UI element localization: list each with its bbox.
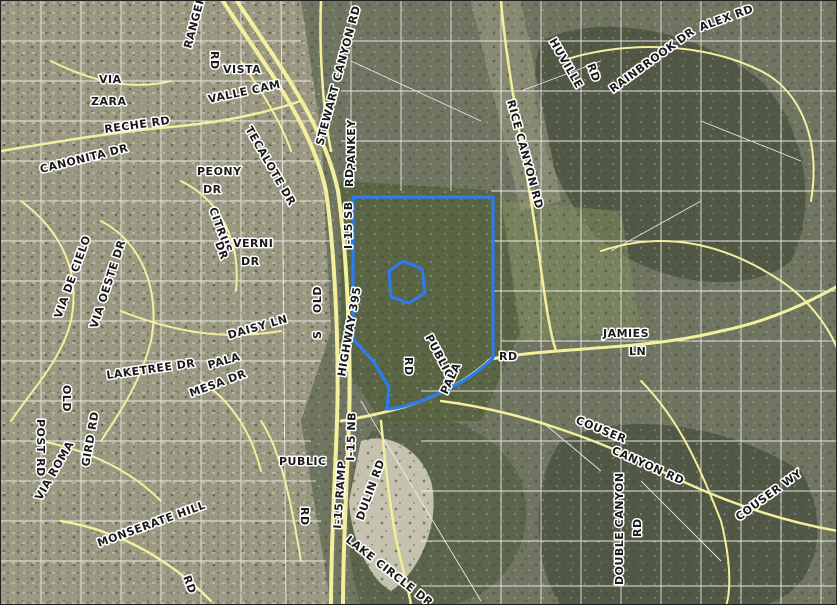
label-old-1: OLD xyxy=(60,385,73,412)
label-old-hwy-1: OLD xyxy=(311,286,324,313)
label-rd-pankey: RD xyxy=(343,168,356,187)
site-boundary[interactable] xyxy=(351,195,495,411)
label-pala-rd-2: RD xyxy=(499,350,518,363)
label-public-rd-w-2: RD xyxy=(298,507,311,526)
label-double-canyon-1: DOUBLE CANYON xyxy=(613,472,626,585)
label-via-zara-1: VIA xyxy=(99,73,122,86)
label-verni: VERNI xyxy=(233,237,273,250)
label-public-rd-w-1: PUBLIC xyxy=(279,455,327,468)
label-jamies-2: LN xyxy=(629,345,646,358)
label-jamies-1: JAMIES xyxy=(602,327,649,340)
label-via-zara-2: ZARA xyxy=(91,95,126,108)
site-boundary-outline xyxy=(351,195,495,411)
label-public-rd-2: RD xyxy=(402,357,415,376)
label-peony: PEONY xyxy=(197,165,242,178)
label-ramp-i15: I-15 RAMP xyxy=(331,460,349,529)
label-dr-peony: DR xyxy=(203,183,222,196)
label-post-rd: POST RD xyxy=(34,419,47,477)
label-i15-sb: I-15 SB xyxy=(342,201,355,249)
site-inner-parcel xyxy=(387,259,427,305)
label-old-hwy-2: S xyxy=(311,331,324,339)
label-i15-nb: I-15 NB xyxy=(344,412,359,461)
label-double-canyon-2: RD xyxy=(631,518,644,537)
label-ranger-rd-2: RD xyxy=(208,51,221,70)
label-dr-verni: DR xyxy=(241,255,260,268)
label-pankey: PANKEY xyxy=(345,119,358,171)
label-vista: VISTA xyxy=(223,63,261,76)
